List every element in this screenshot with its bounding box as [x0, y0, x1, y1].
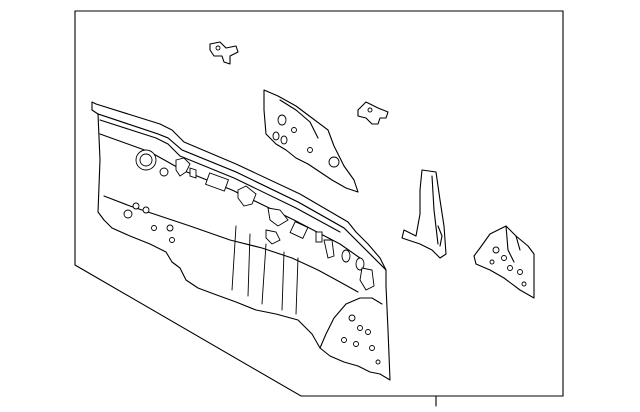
diagram-frame: [74, 10, 564, 407]
side-reinforcement-lower: [473, 225, 535, 299]
side-bracket-small: [357, 101, 389, 125]
rear-body-panel: [91, 101, 391, 381]
pillar-extension: [401, 169, 447, 259]
side-reinforcement-upper: [263, 89, 359, 193]
upper-bracket-small: [209, 41, 239, 65]
